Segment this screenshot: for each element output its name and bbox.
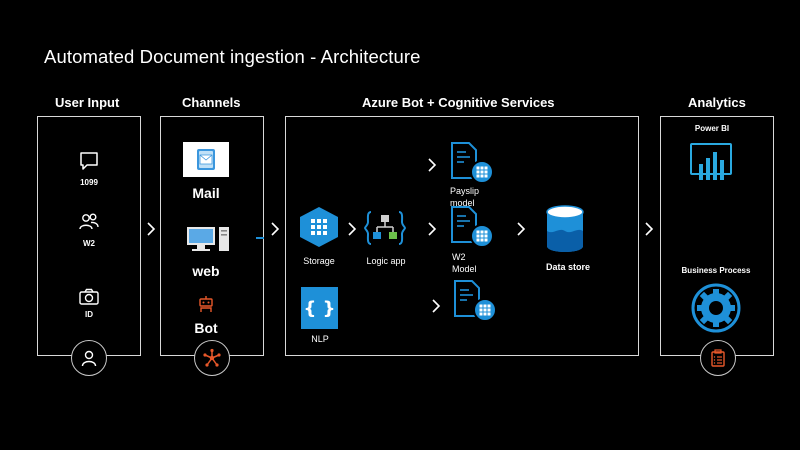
power-bi-label: Power BI bbox=[694, 124, 730, 133]
logic-app-label: Logic app bbox=[366, 256, 406, 266]
logic-app-icon bbox=[364, 210, 406, 246]
people-icon bbox=[78, 212, 100, 232]
header-channels: Channels bbox=[182, 95, 241, 110]
document-model-icon bbox=[450, 142, 494, 186]
w2-label-line2: Model bbox=[452, 264, 477, 274]
w2-model-label: W2 Model bbox=[452, 251, 477, 275]
power-bi-icon bbox=[689, 142, 735, 182]
input-label-id: ID bbox=[85, 310, 93, 319]
nlp-label: NLP bbox=[311, 334, 329, 344]
payslip-label-line2: model bbox=[450, 198, 475, 208]
input-label-w2: W2 bbox=[83, 239, 95, 248]
bot-icon bbox=[197, 295, 215, 313]
payslip-label-line1: Payslip bbox=[450, 186, 480, 196]
chevron-right-icon bbox=[427, 157, 437, 173]
chevron-right-icon bbox=[347, 221, 357, 237]
nlp-icon: { } bbox=[301, 287, 338, 329]
camera-icon bbox=[78, 288, 100, 306]
database-icon bbox=[545, 205, 585, 255]
chevron-right-icon bbox=[516, 221, 526, 237]
page-title: Automated Document ingestion - Architect… bbox=[44, 46, 421, 67]
channel-label-web: web bbox=[192, 263, 220, 279]
chevron-right-icon bbox=[431, 298, 441, 314]
computer-icon bbox=[186, 225, 230, 253]
connector-dash bbox=[256, 237, 264, 239]
chevron-right-icon bbox=[644, 221, 654, 237]
channel-label-bot: Bot bbox=[194, 320, 218, 336]
channel-label-mail: Mail bbox=[192, 185, 220, 201]
chevron-right-icon bbox=[146, 221, 156, 237]
chat-icon bbox=[78, 150, 100, 172]
svg-text:{ }: { } bbox=[304, 298, 336, 319]
user-icon bbox=[71, 340, 107, 376]
document-model-icon bbox=[453, 280, 497, 324]
header-user-input: User Input bbox=[55, 95, 120, 110]
chevron-right-icon bbox=[270, 221, 280, 237]
clipboard-icon bbox=[700, 340, 736, 376]
chevron-right-icon bbox=[427, 221, 437, 237]
header-analytics: Analytics bbox=[688, 95, 746, 110]
azure-panel bbox=[285, 116, 639, 356]
hub-icon bbox=[194, 340, 230, 376]
w2-label-line1: W2 bbox=[452, 252, 466, 262]
payslip-model-label: Payslip model bbox=[450, 185, 479, 209]
mail-app-icon bbox=[183, 142, 229, 177]
storage-label: Storage bbox=[303, 256, 335, 266]
input-label-1099: 1099 bbox=[80, 178, 98, 187]
data-store-label: Data store bbox=[545, 262, 590, 272]
storage-icon bbox=[298, 206, 340, 248]
gear-icon bbox=[691, 283, 741, 333]
document-model-icon bbox=[450, 206, 494, 250]
business-process-label: Business Process bbox=[681, 266, 751, 275]
header-azure: Azure Bot + Cognitive Services bbox=[362, 95, 555, 110]
